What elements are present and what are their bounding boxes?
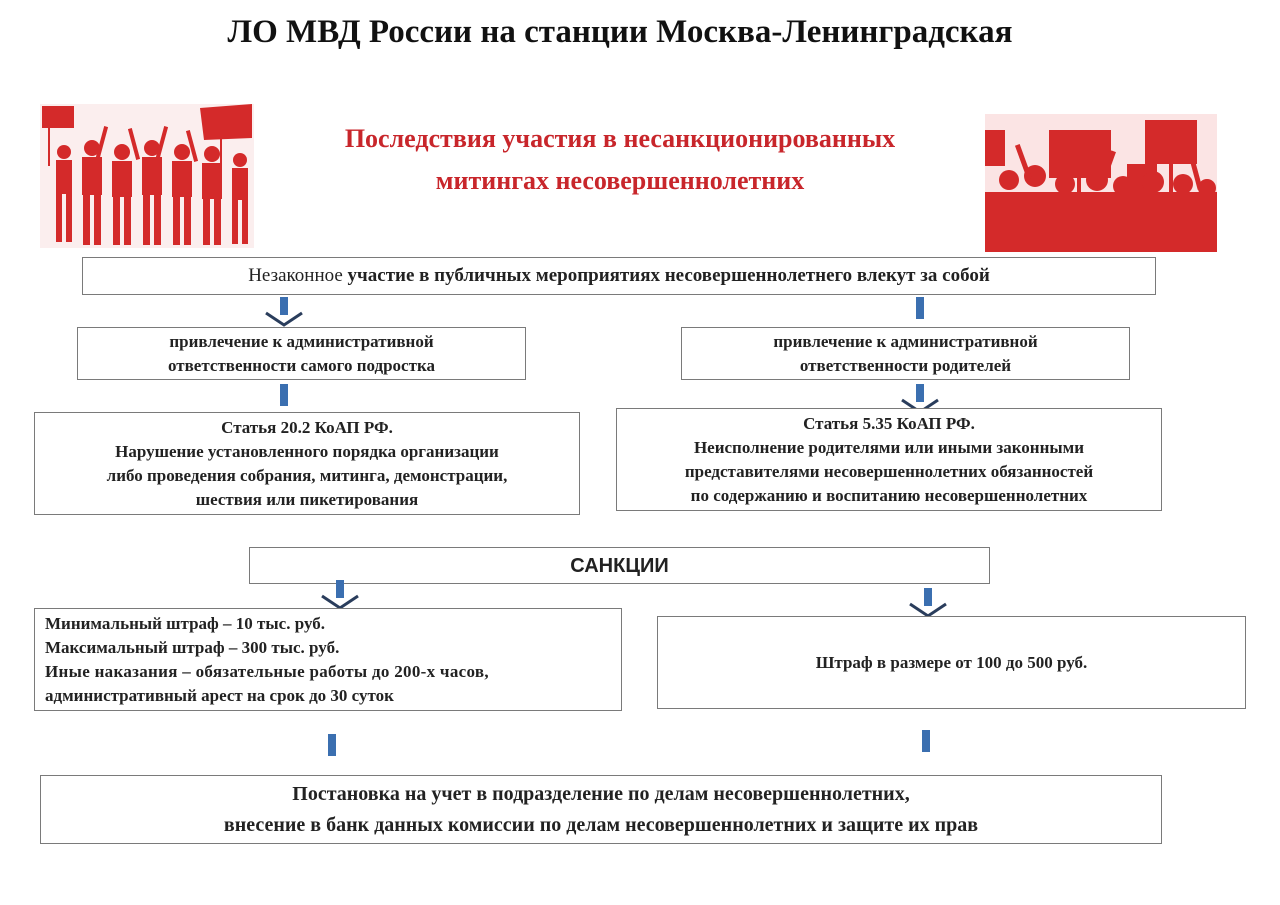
article-5-35-line: Статья 5.35 КоАП РФ. <box>803 413 975 433</box>
responsibility-parents-line: ответственности родителей <box>799 355 1012 375</box>
article-20-2-line: либо проведения собрания, митинга, демон… <box>106 465 508 485</box>
article-20-2-line: Статья 20.2 КоАП РФ. <box>221 417 393 437</box>
article-20-2-line: шествия или пикетирования <box>195 489 419 509</box>
article-5-35-line: по содержанию и воспитанию несовершеннол… <box>690 485 1088 505</box>
consequence-text: участие в публичных мероприятиях несовер… <box>342 265 990 286</box>
responsibility-teen-box: привлечение к административной ответстве… <box>77 327 526 380</box>
teen-sanction-line: Иные наказания – обязательные работы до … <box>45 661 489 681</box>
registration-line: внесение в банк данных комиссии по делам… <box>223 813 979 836</box>
arrow-down-icon <box>922 730 930 752</box>
article-5-35-line: Неисполнение родителями или иными законн… <box>693 437 1085 457</box>
poster-title: Последствия участия в несанкционированны… <box>270 118 970 202</box>
protesters-illustration-right <box>985 114 1217 252</box>
responsibility-parents-line: привлечение к административной <box>773 331 1038 351</box>
article-20-2-line: Нарушение установленного порядка организ… <box>115 441 499 461</box>
parents-sanction-text: Штраф в размере от 100 до 500 руб. <box>815 652 1088 672</box>
teen-sanctions-box: Минимальный штраф – 10 тыс. руб. Максима… <box>34 608 622 711</box>
arrow-down-icon <box>916 297 924 319</box>
teen-sanction-line: административный арест на срок до 30 сут… <box>45 685 394 705</box>
arrow-down-icon <box>909 588 947 618</box>
arrow-down-icon <box>321 580 359 610</box>
page-title: ЛО МВД России на станции Москва-Ленингра… <box>227 14 1013 50</box>
arrow-down-icon <box>328 734 336 756</box>
responsibility-teen-line: ответственности самого подростка <box>167 355 435 375</box>
arrow-down-icon <box>280 384 288 406</box>
responsibility-teen-line: привлечение к административной <box>169 331 434 351</box>
teen-sanction-line: Минимальный штраф – 10 тыс. руб. <box>45 613 325 633</box>
protesters-illustration-left <box>40 104 254 248</box>
responsibility-parents-box: привлечение к административной ответстве… <box>681 327 1130 380</box>
consequence-prefix: Незаконное <box>248 265 343 286</box>
article-5-35-box: Статья 5.35 КоАП РФ. Неисполнение родите… <box>616 408 1162 511</box>
registration-box: Постановка на учет в подразделение по де… <box>40 775 1162 844</box>
registration-line: Постановка на учет в подразделение по де… <box>292 782 910 805</box>
poster-title-line-2: митингах несовершеннолетних <box>435 166 805 195</box>
consequence-box: Незаконное участие в публичных мероприят… <box>82 257 1156 295</box>
teen-sanction-line: Максимальный штраф – 300 тыс. руб. <box>45 637 340 657</box>
article-5-35-line: представителями несовершеннолетних обяза… <box>684 461 1094 481</box>
article-20-2-box: Статья 20.2 КоАП РФ. Нарушение установле… <box>34 412 580 515</box>
parents-sanctions-box: Штраф в размере от 100 до 500 руб. <box>657 616 1246 709</box>
arrow-down-icon <box>265 297 303 327</box>
sanctions-header: САНКЦИИ <box>570 554 669 577</box>
poster-title-line-1: Последствия участия в несанкционированны… <box>344 124 896 153</box>
sanctions-header-box: САНКЦИИ <box>249 547 990 584</box>
